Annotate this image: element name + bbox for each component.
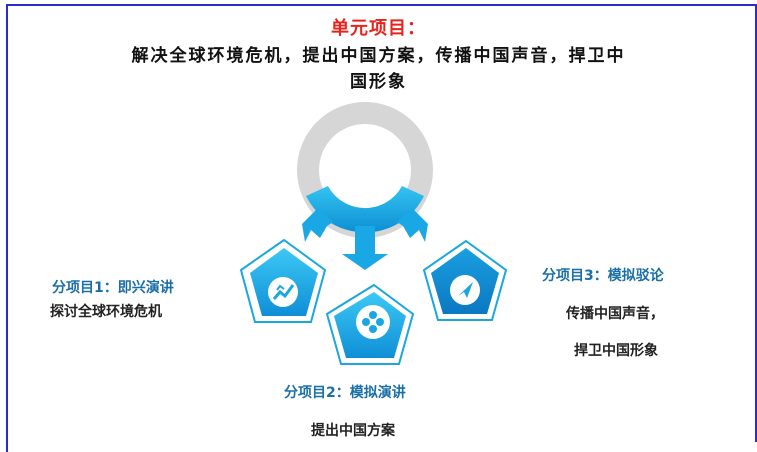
pentagon-subproject-3 <box>422 239 508 321</box>
subproject-3-title: 分项目3：模拟驳论 <box>542 268 664 284</box>
subproject-3-desc-line2: 捍卫中国形象 <box>574 343 658 359</box>
film-reel-icon <box>356 305 390 339</box>
arrow-left <box>302 208 333 242</box>
frame-left-border <box>6 4 8 452</box>
subproject-1-desc: 探讨全球环境危机 <box>50 304 162 320</box>
arrow-right <box>397 208 428 242</box>
subproject-1-title: 分项目1：即兴演讲 <box>52 280 174 296</box>
frame-right-border <box>755 4 757 442</box>
frame-top-border <box>6 4 757 6</box>
pentagon-subproject-1 <box>239 238 327 323</box>
arrow-center <box>342 226 388 270</box>
subproject-2-desc: 提出中国方案 <box>311 423 395 439</box>
main-title-line1: 解决全球环境危机，提出中国方案，传播中国声音，捍卫中 <box>131 46 626 66</box>
pentagon-subproject-2 <box>325 283 415 365</box>
unit-title: 单元项目： <box>331 18 426 39</box>
trend-chart-icon <box>268 277 298 307</box>
subproject-3-desc-line1: 传播中国声音， <box>566 306 664 322</box>
subproject-2-title: 分项目2：模拟演讲 <box>284 385 406 401</box>
main-title-line2: 国形象 <box>350 72 407 92</box>
